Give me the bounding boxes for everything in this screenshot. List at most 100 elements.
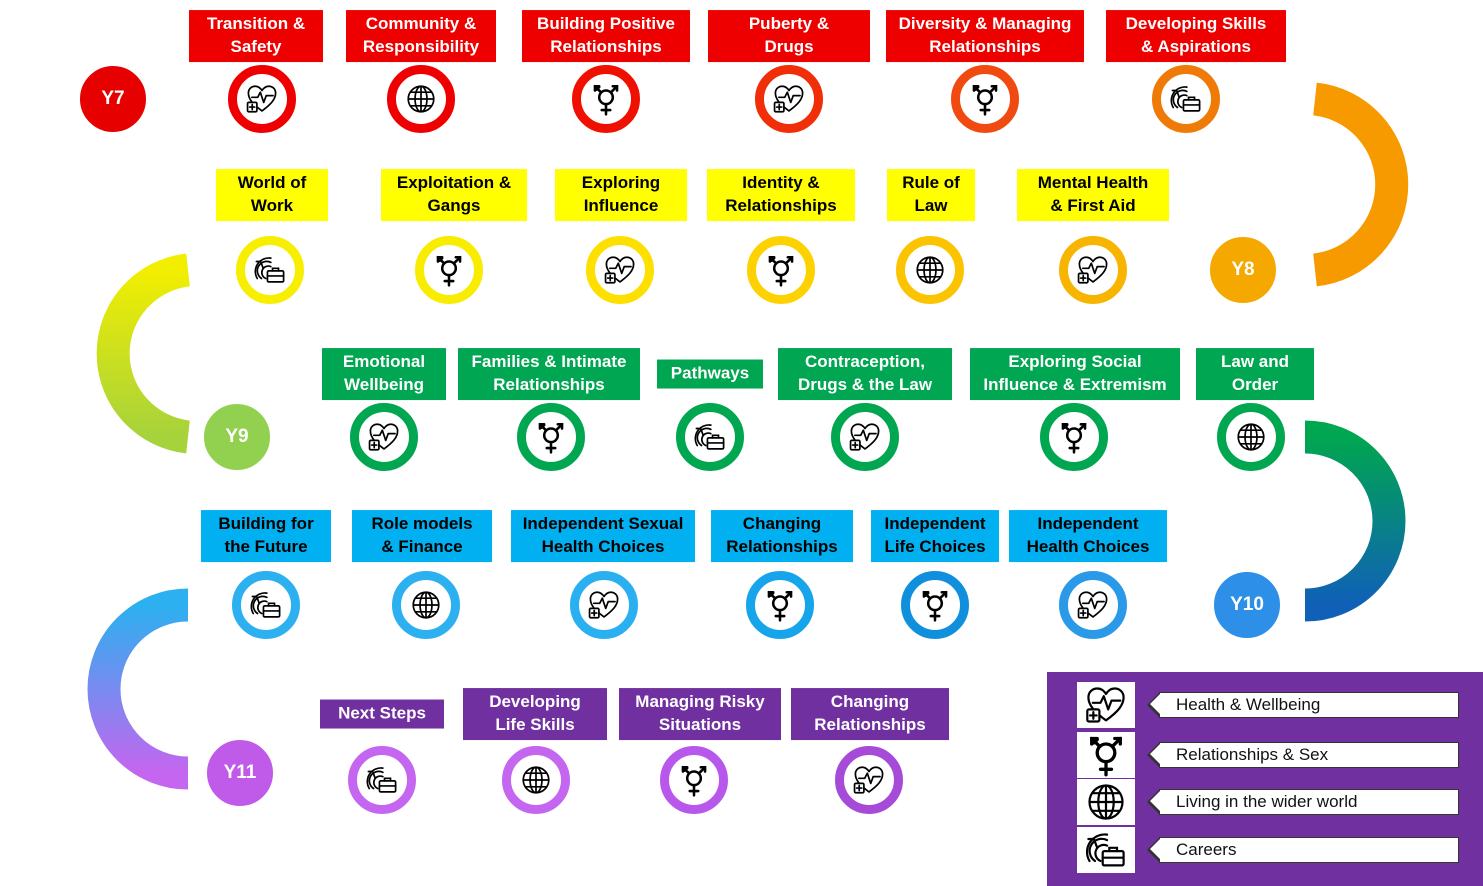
topic-label-line: Drugs & the Law	[797, 375, 933, 394]
topic-node-exploitation-and-gangs	[415, 236, 483, 304]
topic-label-line: Role models	[371, 514, 473, 534]
topic-label-line: Mental Health	[1037, 173, 1149, 193]
health-icon	[848, 420, 882, 454]
topic-label-line: Work	[250, 196, 294, 215]
topic-node-managing-risky-situations	[660, 746, 728, 814]
topic-label-line: Identity &	[742, 173, 820, 193]
topic-label-line: & Finance	[381, 537, 463, 556]
topic-node-transition-and-safety	[228, 65, 296, 133]
topic-label-line: Wellbeing	[344, 375, 424, 394]
topic-label-line: Developing Skills	[1125, 14, 1267, 34]
careers-icon	[1169, 82, 1203, 116]
topic-label-line: Puberty &	[748, 14, 830, 34]
health-icon	[1077, 682, 1135, 728]
topic-node-diversity-and-managing-relationships	[951, 65, 1019, 133]
topic-label-line: Diversity & Managing	[898, 14, 1072, 34]
year-badge-y10: Y10	[1208, 566, 1286, 644]
topic-label-line: Developing	[489, 692, 581, 712]
topic-label-community-and-responsibility: Community &Responsibility	[346, 10, 496, 62]
topic-node-world-of-work	[236, 236, 304, 304]
topic-label-line: Changing	[742, 514, 822, 534]
topic-label-line: Relationships	[726, 537, 838, 556]
year-badge-y9: Y9	[198, 398, 276, 476]
topic-label-line: Transition &	[206, 14, 306, 34]
topic-label-contraception-drugs-and-the-law: Contraception,Drugs & the Law	[778, 348, 952, 400]
topic-label-line: Relationships	[550, 37, 662, 56]
gender-icon	[1057, 420, 1091, 454]
topic-label-line: & First Aid	[1050, 196, 1136, 215]
topic-label-line: Relationships	[493, 375, 605, 394]
health-icon	[772, 82, 806, 116]
topic-label-line: Independent Sexual	[522, 514, 684, 534]
topic-label-line: Relationships	[929, 37, 1041, 56]
topic-label-transition-and-safety: Transition & Safety	[189, 10, 323, 62]
health-icon	[1076, 253, 1110, 287]
year-badge-y8: Y8	[1204, 231, 1282, 309]
topic-node-community-and-responsibility	[387, 65, 455, 133]
gender-icon	[534, 420, 568, 454]
topic-label-line: Order	[1231, 375, 1279, 394]
gender-icon	[763, 588, 797, 622]
gender-icon	[968, 82, 1002, 116]
topic-label-line: Influence	[583, 196, 659, 215]
gender-icon	[918, 588, 952, 622]
topic-label-line: Health Choices	[1026, 537, 1150, 556]
topic-label-mental-health-and-first-aid: Mental Health & First Aid	[1017, 169, 1169, 221]
gender-icon	[1077, 732, 1135, 778]
legend-label-health-and-wellbeing: Health & Wellbeing	[1147, 691, 1459, 718]
topic-node-puberty-and-drugs	[755, 65, 823, 133]
topic-label-line: Building Positive	[537, 14, 675, 34]
topic-label-pathways: Pathways	[657, 359, 763, 389]
legend-label-careers: Careers	[1147, 836, 1459, 863]
careers-icon	[1077, 827, 1135, 873]
legend-label-relationships-and-sex: Relationships & Sex	[1147, 741, 1459, 768]
year-badge-y11: Y11	[201, 734, 279, 812]
topic-node-pathways	[676, 403, 744, 471]
topic-label-line: Situations	[658, 715, 742, 734]
globe-icon	[409, 588, 443, 622]
topic-label-line: Building for	[218, 514, 314, 534]
topic-node-building-positive-relationships	[572, 65, 640, 133]
topic-label-line: Independent	[1037, 514, 1139, 534]
topic-label-line: Life Choices	[884, 537, 986, 556]
health-icon	[245, 82, 279, 116]
topic-node-developing-life-skills	[502, 746, 570, 814]
topic-label-line: Relationships	[814, 715, 926, 734]
gender-icon	[432, 253, 466, 287]
topic-node-next-steps	[348, 746, 416, 814]
careers-icon	[253, 253, 287, 287]
topic-label-line: Managing Risky	[635, 692, 765, 712]
globe-icon	[404, 82, 438, 116]
topic-label-line: Emotional	[342, 352, 426, 372]
topic-label-line: Safety	[230, 37, 282, 56]
gender-icon	[764, 253, 798, 287]
topic-node-exploring-social-influence-and-extremism	[1040, 403, 1108, 471]
health-icon	[587, 588, 621, 622]
health-icon	[852, 763, 886, 797]
topic-node-independent-health-choices	[1059, 571, 1127, 639]
health-icon	[1076, 588, 1110, 622]
topic-node-families-and-intimate-relationships	[517, 403, 585, 471]
legend-label-living-in-the-wider-world: Living in the wider world	[1147, 788, 1459, 815]
careers-icon	[249, 588, 283, 622]
health-icon	[367, 420, 401, 454]
topic-node-emotional-wellbeing	[350, 403, 418, 471]
health-icon	[603, 253, 637, 287]
topic-label-puberty-and-drugs: Puberty & Drugs	[708, 10, 870, 62]
topic-label-line: Drugs	[764, 37, 814, 56]
topic-node-exploring-influence	[586, 236, 654, 304]
topic-label-line: Changing	[830, 692, 910, 712]
topic-node-mental-health-and-first-aid	[1059, 236, 1127, 304]
year-badge-y7: Y7	[74, 60, 152, 138]
topic-node-independent-sexual-health-choices	[570, 571, 638, 639]
